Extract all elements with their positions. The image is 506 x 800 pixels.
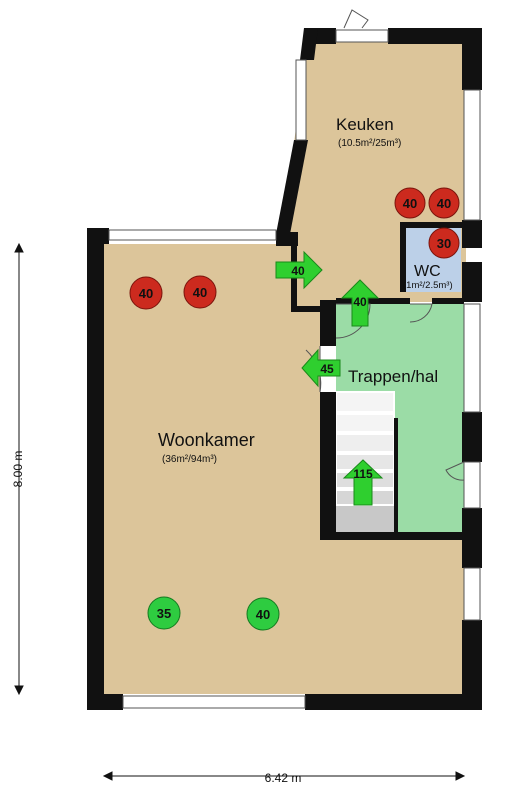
woonkamer-area: (36m²/94m³) — [162, 454, 217, 465]
woonkamer-floor — [103, 238, 466, 694]
marker-woonkamer-bottom-1: 35 — [147, 596, 181, 630]
arrow-right-icon: 40 — [275, 250, 323, 290]
arrow-woonkamer-label: 45 — [320, 362, 334, 376]
marker-woonkamer-top-2: 40 — [183, 275, 217, 309]
marker-wc-1: 30 — [428, 227, 460, 259]
marker-woonkamer-bottom-2-label: 40 — [256, 607, 270, 622]
marker-keuken-1: 40 — [394, 187, 426, 219]
wc-area: (1m²/2.5m³) — [403, 280, 453, 291]
marker-woonkamer-bottom-2: 40 — [246, 597, 280, 631]
trappenhal-name: Trappen/hal — [348, 367, 438, 386]
arrow-left-icon: 45 — [301, 348, 341, 388]
keuken-name: Keuken — [336, 115, 394, 134]
height-dimension — [14, 242, 24, 696]
marker-woonkamer-top-1-label: 40 — [139, 286, 153, 301]
height-dimension-label: 8.00 m — [11, 451, 25, 488]
stairs-up-arrow-icon: 115 — [342, 459, 384, 506]
keuken-area: (10.5m²/25m³) — [338, 138, 401, 149]
arrow-keuken-label: 40 — [291, 264, 305, 278]
windows — [108, 29, 481, 709]
marker-keuken-2: 40 — [428, 187, 460, 219]
arrow-up-icon: 40 — [340, 279, 380, 327]
marker-woonkamer-top-2-label: 40 — [193, 285, 207, 300]
arrow-stairs-label: 115 — [353, 467, 373, 481]
arrow-hal-label: 40 — [353, 295, 367, 309]
walls — [87, 28, 482, 710]
marker-keuken-2-label: 40 — [437, 196, 451, 211]
marker-woonkamer-top-1: 40 — [129, 276, 163, 310]
woonkamer-name: Woonkamer — [158, 430, 255, 450]
width-dimension — [102, 771, 466, 781]
marker-wc-1-label: 30 — [437, 236, 451, 251]
wc-name: WC — [414, 263, 441, 280]
marker-keuken-1-label: 40 — [403, 196, 417, 211]
width-dimension-label: 6.42 m — [265, 771, 302, 785]
marker-woonkamer-bottom-1-label: 35 — [157, 606, 171, 621]
